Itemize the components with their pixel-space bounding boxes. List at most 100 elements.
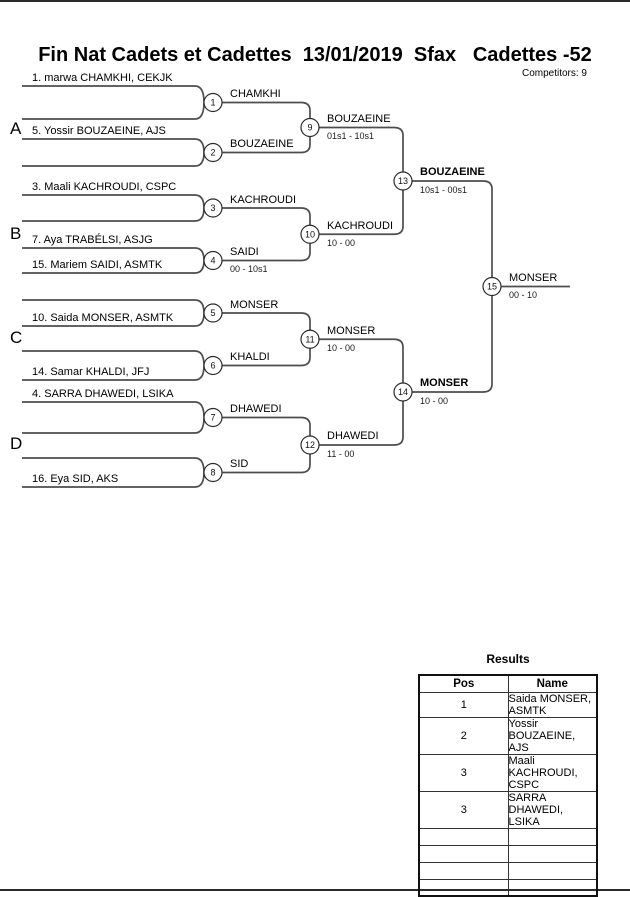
entrant-name: 16. Eya SID, AKS: [32, 473, 119, 485]
pool-label-d: D: [10, 434, 23, 453]
result-pos: [418, 861, 509, 880]
match-winner: BOUZAEINE: [230, 138, 294, 150]
bracket-diagram: 1 2 3 4 5 6 7 8 9 10 11 12 13 14 15: [22, 85, 570, 488]
entrant-name: 14. Samar KHALDI, JFJ: [32, 366, 150, 378]
match-score: 11 - 00: [327, 449, 355, 459]
bracket-line: [412, 286, 493, 393]
match-winner: BOUZAEINE: [327, 113, 391, 125]
result-name: [507, 844, 598, 863]
bracket-line: [222, 312, 311, 340]
match-score: 10 - 00: [327, 238, 356, 248]
bracket-line: [22, 85, 205, 103]
match-number: 10: [305, 229, 315, 239]
result-pos: 2: [418, 716, 509, 755]
tournament-winner: MONSER: [509, 272, 558, 284]
match-winner: MONSER: [420, 377, 469, 389]
match-number: 11: [305, 334, 314, 344]
bracket-line: [319, 338, 404, 392]
result-name: SARRA DHAWEDI, LSIKA: [507, 790, 598, 829]
match-circle-8: [203, 462, 223, 483]
bracket-line: [319, 181, 404, 236]
match-circles: [203, 92, 502, 483]
match-circle-13: [393, 171, 413, 191]
entrant-name: 10. Saida MONSER, ASMTK: [32, 312, 174, 324]
match-winner: KACHROUDI: [327, 220, 394, 232]
match-number: 12: [305, 440, 315, 450]
table-row: [418, 827, 598, 846]
bracket-line: [319, 392, 404, 446]
match-number: 4: [210, 256, 215, 266]
result-pos: [418, 844, 509, 863]
table-row: [418, 878, 598, 897]
table-row: 3 SARRA DHAWEDI, LSIKA: [418, 790, 598, 829]
match-number: 6: [210, 361, 215, 371]
match-circle-5: [203, 303, 223, 323]
page-top-border: [0, 0, 630, 2]
entrant-name: 15. Mariem SAIDI, ASMTK: [32, 259, 163, 271]
results-table: Pos Name 1 Saida MONSER, ASMTK 2 Yossir …: [418, 674, 598, 897]
match-winner: BOUZAEINE: [420, 166, 485, 178]
match-winner: MONSER: [230, 299, 279, 311]
entrant-name: 5. Yossir BOUZAEINE, AJS: [32, 125, 166, 137]
pool-label-a: A: [10, 119, 22, 138]
match-number: 9: [307, 123, 312, 133]
match-number: 1: [210, 98, 215, 108]
entrant-name: 7. Aya TRABÉLSI, ASJG: [32, 234, 153, 246]
bracket-line: [22, 194, 205, 209]
match-winner: SAIDI: [230, 246, 259, 258]
bracket-line: [222, 127, 311, 154]
match-score: 10 - 00: [420, 396, 449, 406]
bracket-line: [22, 401, 205, 418]
match-winner: MONSER: [327, 325, 376, 337]
bracket-line: [222, 207, 311, 235]
result-name: Yossir BOUZAEINE, AJS: [507, 716, 598, 755]
match-circle-3: [203, 198, 223, 218]
bracket-line: [222, 416, 311, 445]
match-winner: DHAWEDI: [230, 403, 282, 415]
bracket-line: [22, 417, 205, 434]
result-name: [507, 878, 598, 897]
match-number: 7: [210, 413, 215, 423]
bracket-line: [22, 102, 205, 120]
match-numbers: 1 2 3 4 5 6 7 8 9 10 11 12 13 14 15: [210, 98, 497, 478]
result-pos: [418, 878, 509, 897]
pool-label-c: C: [10, 328, 23, 347]
match-winner: SID: [230, 458, 249, 470]
match-circle-15: [482, 276, 502, 297]
match-winner: KHALDI: [230, 351, 270, 363]
results-header-row: Pos Name: [418, 674, 598, 693]
match-number: 3: [210, 203, 215, 213]
result-name: [507, 861, 598, 880]
table-row: [418, 861, 598, 880]
bracket-line: [412, 180, 493, 287]
results-title: Results: [486, 652, 530, 666]
bracket-line: [22, 152, 205, 167]
entrant-name: 1. marwa CHAMKHI, CEKJK: [32, 72, 173, 84]
entrant-name: 4. SARRA DHAWEDI, LSIKA: [32, 388, 174, 400]
bracket-line: [22, 207, 205, 222]
page-title: Fin Nat Cadets et Cadettes 13/01/2019 Sf…: [38, 44, 592, 66]
result-pos: 1: [418, 691, 509, 718]
match-circle-7: [203, 407, 223, 428]
table-row: 2 Yossir BOUZAEINE, AJS: [418, 716, 598, 755]
result-name: Saida MONSER, ASMTK: [507, 691, 598, 718]
match-circle-10: [300, 224, 320, 244]
result-name: Maali KACHROUDI, CSPC: [507, 753, 598, 792]
bracket-line: [222, 234, 311, 262]
pool-label-b: B: [10, 224, 22, 243]
bracket-line: [22, 457, 205, 473]
match-circle-11: [300, 329, 320, 349]
match-circle-4: [203, 250, 223, 271]
result-pos: 3: [418, 790, 509, 829]
match-winner: CHAMKHI: [230, 88, 281, 100]
match-number: 5: [210, 308, 215, 318]
competitors-count: Competitors: 9: [521, 68, 587, 79]
bracket-line: [222, 339, 311, 367]
match-winner: DHAWEDI: [327, 430, 379, 442]
match-circle-2: [203, 142, 223, 163]
match-number: 15: [487, 282, 497, 292]
bracket-line: [22, 138, 205, 153]
match-score: 01s1 - 10s1: [327, 131, 375, 141]
match-score: 00 - 10: [509, 290, 538, 300]
match-number: 2: [210, 148, 215, 158]
